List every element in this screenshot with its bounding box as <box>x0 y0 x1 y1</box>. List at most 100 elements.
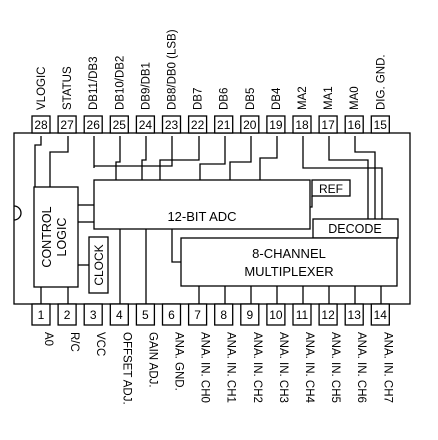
pin-box <box>57 115 77 134</box>
pin-box <box>31 115 51 134</box>
pin-number: 19 <box>269 118 283 132</box>
bottom-pin-1: 1A0 <box>31 303 54 346</box>
pin-label: STATUS <box>62 66 74 110</box>
pin-number: 7 <box>194 308 201 322</box>
top-pin-21: 21 DB6 <box>214 88 234 134</box>
pin-number: 5 <box>142 308 149 322</box>
pin-box <box>83 115 103 134</box>
pin-label: VLOGIC <box>36 67 48 110</box>
pin-box <box>187 303 208 326</box>
pin-number: 28 <box>34 118 48 132</box>
pin-label: DB4 <box>271 87 283 110</box>
pin-label: MA2 <box>297 86 309 110</box>
top-pin-26: 26 DB11/DB3 <box>83 57 103 134</box>
ref-block <box>311 179 351 197</box>
mux-label-1: 8-CHANNEL <box>252 246 326 261</box>
pin-box <box>135 115 156 134</box>
decode-label: DECODE <box>328 222 381 236</box>
pin-number: 18 <box>295 118 309 132</box>
pin-number: 20 <box>243 118 257 132</box>
pin-number: 25 <box>113 118 127 132</box>
pin-number: 6 <box>168 308 175 322</box>
pin-label: VCC <box>94 332 106 356</box>
top-pin-20: 20 DB5 <box>240 88 260 134</box>
pin-number: 10 <box>269 308 283 322</box>
pin-number: 22 <box>191 118 205 132</box>
pin-label: DB11/DB3 <box>88 57 100 110</box>
pin-box <box>370 303 390 326</box>
pin-label: DB10/DB2 <box>114 56 126 110</box>
pin-number: 4 <box>116 308 123 322</box>
top-pin-19: 19 DB4 <box>266 87 286 134</box>
pin-number: 8 <box>220 308 227 322</box>
pin-box <box>109 303 129 326</box>
pin-box <box>266 115 286 134</box>
pin-number: 1 <box>38 308 45 322</box>
pin-number: 2 <box>64 308 71 322</box>
ic-notch <box>13 205 22 221</box>
pin-number: 17 <box>321 118 335 132</box>
pin-box <box>344 303 364 326</box>
pin-label: ANA. GND. <box>173 332 185 391</box>
top-pin-27: 27 STATUS <box>57 66 77 134</box>
pin-label: ANA. IN. CH0 <box>199 332 211 403</box>
pin-label: ANA. IN. CH5 <box>329 332 341 403</box>
internal-wiring <box>34 136 383 304</box>
pin-label: DB5 <box>245 88 257 110</box>
adc-block <box>93 179 311 230</box>
pin-number: 24 <box>139 118 153 132</box>
control-logic-block <box>33 186 79 288</box>
pin-box <box>187 115 208 134</box>
pin-label: MA0 <box>349 86 361 110</box>
pin-box <box>266 303 286 326</box>
pin-box <box>161 115 182 134</box>
pin-box <box>214 303 234 326</box>
pin-box <box>370 115 390 134</box>
pin-box <box>214 115 234 134</box>
pin-number: 23 <box>165 118 179 132</box>
pin-number: 26 <box>87 118 101 132</box>
multiplexer-block <box>180 237 398 287</box>
top-pin-16: 16 MA0 <box>344 86 364 134</box>
adc-label: 12-BIT ADC <box>167 209 236 224</box>
top-pin-28: 28 VLOGIC <box>31 67 51 134</box>
pin-label: DB8/DB0 (LSB) <box>167 29 179 110</box>
pin-label: MA1 <box>323 86 335 110</box>
pin-box <box>292 303 312 326</box>
ref-label: REF <box>319 182 343 196</box>
control-logic-label-1: CONTROL <box>40 206 54 267</box>
pin-label: DB6 <box>219 88 231 110</box>
pin-box <box>292 115 312 134</box>
pin-number: 27 <box>60 118 74 132</box>
pin-label: OFFSET ADJ. <box>120 332 132 405</box>
pin-number: 15 <box>374 118 388 132</box>
pin-number: 11 <box>296 308 309 322</box>
pin-label: R/C <box>68 332 80 352</box>
clock-label: CLOCK <box>92 244 106 285</box>
pin-number: 12 <box>321 308 335 322</box>
pin-number: 3 <box>90 308 97 322</box>
pin-number: 13 <box>348 308 362 322</box>
pin-number: 21 <box>217 118 231 132</box>
pin-box <box>240 303 260 326</box>
pin-label: ANA. IN. CH2 <box>251 332 263 403</box>
pin-number: 14 <box>374 308 388 322</box>
pin-number: 16 <box>348 118 362 132</box>
pin-label: DB7 <box>193 88 205 110</box>
pin-label: ANA. IN. CH6 <box>355 332 367 403</box>
pin-label: ANA. IN. CH3 <box>277 332 289 403</box>
pin-label: ANA. IN. CH1 <box>225 332 237 403</box>
